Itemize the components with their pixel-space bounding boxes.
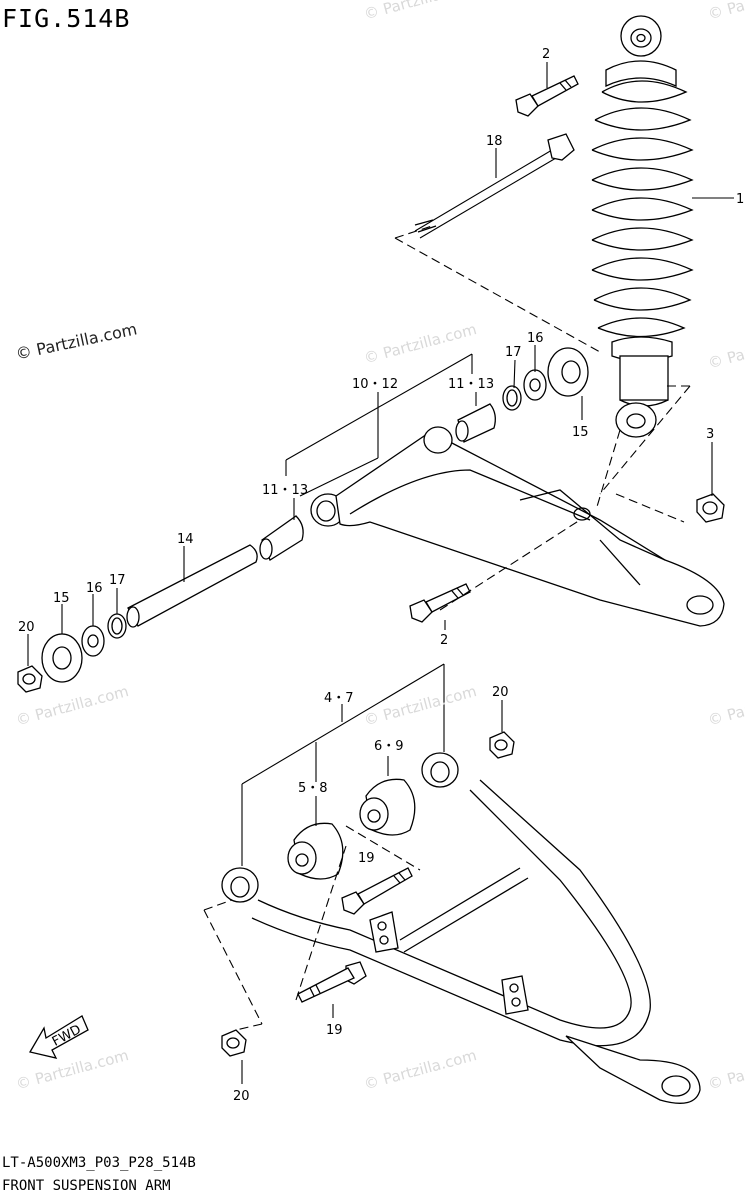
figure-title: FIG.514B <box>2 4 131 33</box>
washer-right[interactable] <box>523 369 547 401</box>
seal-right[interactable] <box>502 385 522 411</box>
callout-bushing-upper-a: 4・7 <box>324 691 354 706</box>
fwd-arrow-icon: FWD <box>28 1015 89 1059</box>
callout-seal-left: 17 <box>109 573 126 588</box>
upper-arm-assembly[interactable] <box>310 426 725 627</box>
callout-seal-right: 17 <box>505 345 522 360</box>
bolt-lower-b[interactable] <box>297 961 367 1003</box>
callout-bolt-mid: 2 <box>440 633 448 648</box>
bolt-lower-a[interactable] <box>341 867 413 915</box>
callout-cap-right: 15 <box>572 425 589 440</box>
nut-left-upper[interactable] <box>17 665 43 693</box>
callout-nut-right: 3 <box>706 427 714 442</box>
callout-shock-absorber: 1 <box>736 192 744 207</box>
cap-left[interactable] <box>41 633 83 683</box>
callout-bushing-lower: 5・8 <box>298 781 328 796</box>
cap-right[interactable] <box>547 347 589 397</box>
callout-bushing-upper-b: 6・9 <box>374 739 404 754</box>
callout-shaft: 14 <box>177 532 194 547</box>
callout-washer-left: 16 <box>86 581 103 596</box>
long-bolt[interactable] <box>414 133 575 239</box>
callout-bolt-lower-a: 19 <box>358 851 375 866</box>
callout-sleeve-left: 11・13 <box>262 483 308 498</box>
callout-nut-lower-right: 20 <box>492 685 509 700</box>
callout-bolt-top: 2 <box>542 47 550 62</box>
callout-labels: 1 2 2 3 18 10・12 11・13 11・13 17 16 15 14… <box>18 47 744 1104</box>
callout-sleeve-right: 11・13 <box>448 377 494 392</box>
sleeve-left[interactable] <box>259 515 304 561</box>
nut-lower-right[interactable] <box>489 731 515 759</box>
seal-left[interactable] <box>107 613 127 639</box>
bolt-top[interactable] <box>515 75 579 117</box>
callout-nut-lower-left: 20 <box>233 1089 250 1104</box>
assembly-guide-lines <box>203 225 691 1031</box>
nut-lower-left[interactable] <box>221 1029 247 1057</box>
callout-arm-upper-assy: 10・12 <box>352 377 398 392</box>
lower-arm[interactable] <box>221 752 701 1104</box>
bushing-lower[interactable] <box>287 822 344 880</box>
callout-long-bolt: 18 <box>486 134 503 149</box>
footer-section-name: FRONT SUSPENSION ARM <box>2 1178 171 1194</box>
shaft[interactable] <box>126 544 258 628</box>
callout-washer-right: 16 <box>527 331 544 346</box>
bushing-upper[interactable] <box>359 778 416 836</box>
bolt-mid[interactable] <box>409 583 471 623</box>
shock-absorber[interactable] <box>591 15 694 438</box>
washer-left[interactable] <box>81 625 105 657</box>
callout-nut-left-upper: 20 <box>18 620 35 635</box>
callout-cap-left: 15 <box>53 591 70 606</box>
leader-lines <box>27 62 734 1084</box>
sleeve-right[interactable] <box>455 403 496 443</box>
callout-bolt-lower-b: 19 <box>326 1023 343 1038</box>
nut-right[interactable] <box>696 493 725 523</box>
footer-model-line: LT-A500XM3_P03_P28_514B <box>2 1155 196 1171</box>
